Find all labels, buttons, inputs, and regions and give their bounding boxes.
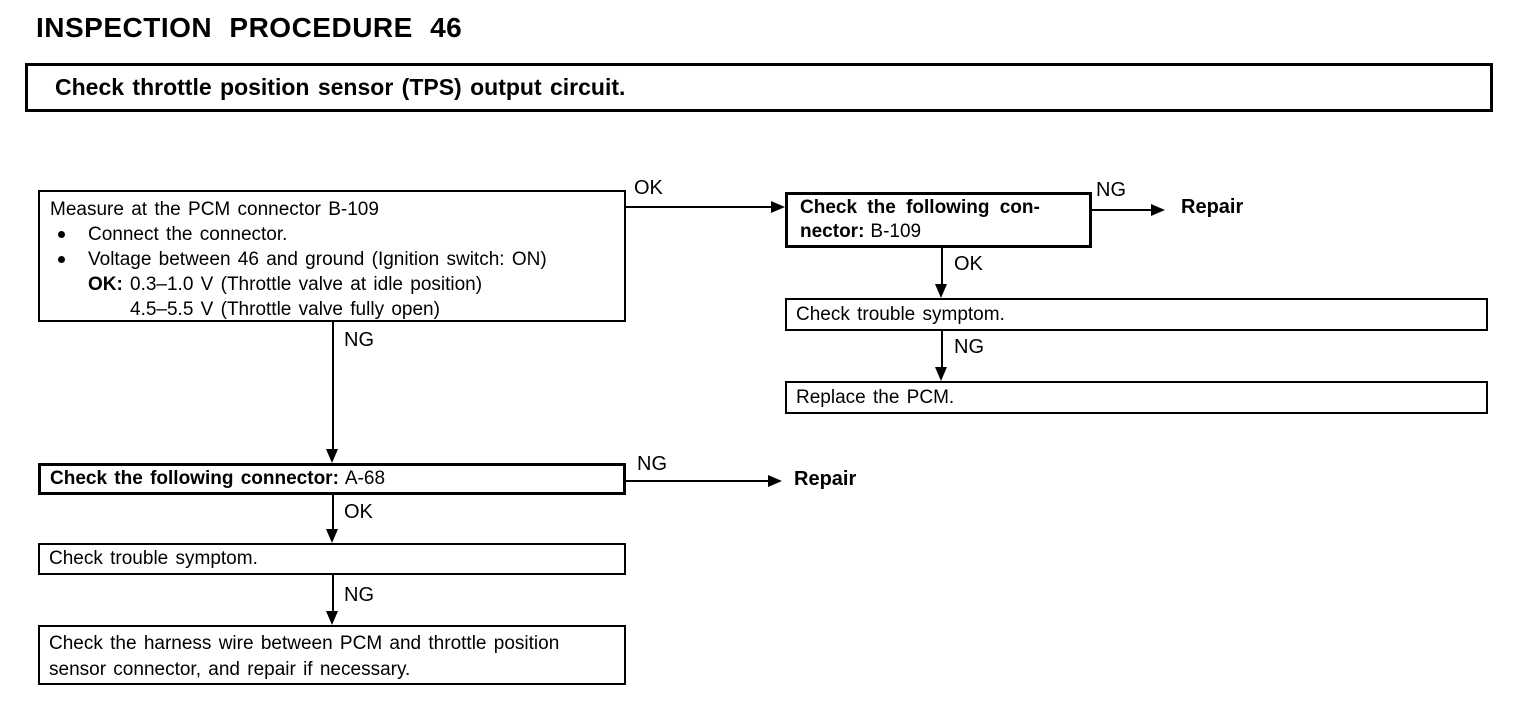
arrowhead-right-icon [771, 201, 785, 213]
measure-bullet-2-text: Voltage between 46 and ground (Ignition … [88, 249, 547, 270]
measure-bullet-line-2: Voltage between 46 and ground (Ignition … [50, 247, 614, 272]
arrowhead-down-icon [326, 611, 338, 625]
replace-pcm-text: Replace the PCM. [796, 386, 955, 408]
measure-ok-line-1: OK: 0.3–1.0 V (Throttle valve at idle po… [88, 272, 614, 297]
arrow-ng-symptom-to-replace-line [941, 331, 943, 369]
a68-connector-id: A-68 [344, 468, 386, 489]
edge-label-ng-a68-to-repair: NG [637, 453, 667, 475]
edge-label-ok-b109-to-symptom: OK [954, 253, 983, 275]
check-trouble-symptom-right-box: Check trouble symptom. [785, 298, 1488, 331]
edge-label-ng-symptom-to-harness: NG [344, 584, 374, 606]
instruction-header-box: Check throttle position sensor (TPS) out… [25, 63, 1493, 112]
arrow-ng-symptom-to-harness-line [332, 575, 334, 612]
check-harness-wire-text: Check the harness wire between PCM and t… [49, 633, 560, 680]
ok-spec-2-text: 4.5–5.5 V (Throttle valve fully open) [130, 299, 440, 320]
measure-bullet-1-text: Connect the connector. [88, 224, 288, 245]
arrowhead-down-icon [326, 529, 338, 543]
edge-label-ng-symptom-to-replace: NG [954, 336, 984, 358]
edge-label-ng-measure-to-a68: NG [344, 329, 374, 351]
edge-label-ok-measure-to-b109: OK [634, 177, 663, 199]
b109-line-2-bold: nector: [800, 221, 865, 242]
measure-ok-line-2: 4.5–5.5 V (Throttle valve fully open) [130, 297, 614, 322]
check-connector-a68-box: Check the following connector:A-68 [38, 463, 626, 495]
ok-spec-1-text: 0.3–1.0 V (Throttle valve at idle positi… [130, 274, 483, 295]
arrowhead-down-icon [935, 367, 947, 381]
arrowhead-right-icon [1151, 204, 1165, 216]
measure-pcm-box: Measure at the PCM connector B-109 Conne… [38, 190, 626, 322]
check-connector-b109-box: Check the following con- nector:B-109 [785, 192, 1092, 248]
check-trouble-symptom-left-text: Check trouble symptom. [49, 548, 258, 569]
a68-bold-text: Check the following connector: [50, 468, 339, 489]
check-trouble-symptom-left-box: Check trouble symptom. [38, 543, 626, 575]
check-trouble-symptom-right-text: Check trouble symptom. [796, 303, 1005, 325]
b109-connector-id: B-109 [870, 221, 922, 242]
b109-line-1: Check the following con- [800, 197, 1040, 218]
arrow-ok-b109-to-symptom-line [941, 248, 943, 285]
b109-line-2: nector:B-109 [800, 220, 1079, 244]
arrowhead-down-icon [326, 449, 338, 463]
repair-top-label: Repair [1181, 196, 1244, 218]
arrow-ok-measure-to-b109-line [626, 206, 771, 208]
replace-pcm-box: Replace the PCM. [785, 381, 1488, 414]
edge-label-ok-a68-to-symptom: OK [344, 501, 373, 523]
arrow-ng-measure-to-a68-line [332, 322, 334, 450]
measure-intro-text: Measure at the PCM connector B-109 [50, 199, 379, 220]
measure-bullet-line-1: Connect the connector. [50, 222, 614, 247]
bullet-icon [58, 231, 65, 238]
instruction-header-text: Check throttle position sensor (TPS) out… [55, 74, 626, 100]
edge-label-ng-b109-to-repair: NG [1096, 179, 1126, 201]
measure-intro-line: Measure at the PCM connector B-109 [50, 197, 614, 222]
ok-key-label: OK: [88, 274, 123, 295]
page-title: INSPECTION PROCEDURE 46 [36, 12, 463, 43]
arrow-ok-a68-to-symptom-line [332, 495, 334, 530]
bullet-icon [58, 256, 65, 263]
check-harness-wire-box: Check the harness wire between PCM and t… [38, 625, 626, 685]
arrowhead-down-icon [935, 284, 947, 298]
arrowhead-right-icon [768, 475, 782, 487]
arrow-ng-a68-to-repair-line [626, 480, 768, 482]
arrow-ng-b109-to-repair-line [1092, 209, 1151, 211]
repair-bottom-label: Repair [794, 468, 857, 490]
